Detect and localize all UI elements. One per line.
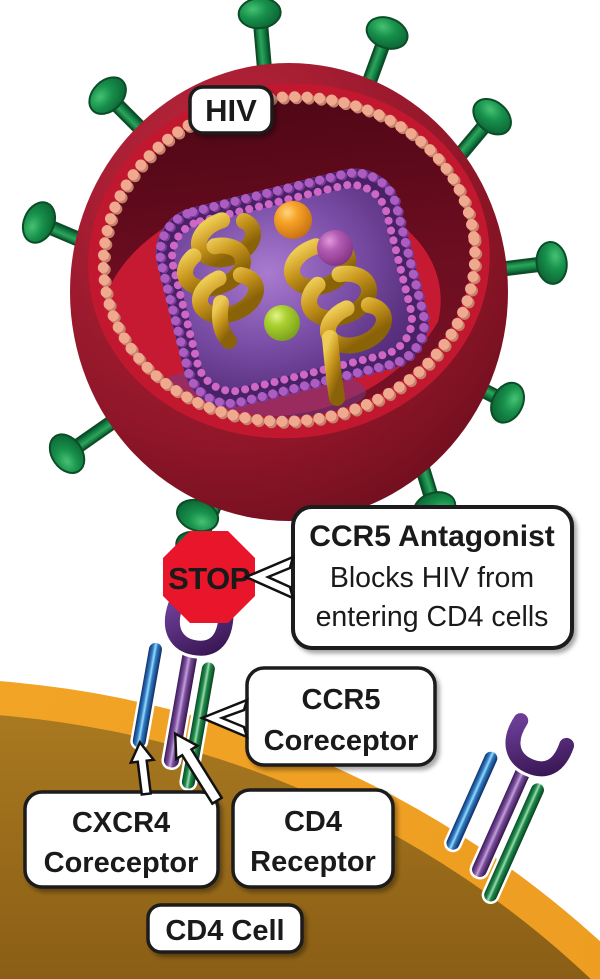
ccr5-label-line1: CCR5 <box>302 684 381 716</box>
ccr5-antagonist-callout-box <box>291 505 574 650</box>
antagonist-line1: Blocks HIV from <box>330 562 534 594</box>
ccr5-label-line2: Coreceptor <box>264 725 419 757</box>
hiv-label: HIV <box>205 93 257 128</box>
callout-arrows <box>128 554 295 806</box>
antagonist-line2: entering CD4 cells <box>316 601 549 633</box>
hiv-label-box <box>188 85 274 135</box>
cd4-receptor-label-line2: Receptor <box>250 846 376 878</box>
ccr5-coreceptor-callout-box <box>245 666 437 767</box>
cd4-cell-label: CD4 Cell <box>165 915 284 947</box>
nucleoprotein-orange <box>274 201 312 239</box>
gp120-spike-icon <box>236 0 287 74</box>
ccr5-arrow-icon <box>198 697 249 740</box>
cxcr4-coreceptor-callout-box <box>23 790 220 889</box>
stop-sign: STOP <box>163 531 255 623</box>
cd4-cell-label-box <box>146 903 304 954</box>
nucleoprotein-magenta <box>317 230 353 266</box>
cd4-arrow-icon <box>173 731 224 806</box>
cxcr4-label-line2: Coreceptor <box>44 847 199 879</box>
stop-sign-text: STOP <box>168 561 250 596</box>
capsid-bead-ring-outer <box>155 168 429 408</box>
rna-coil-left <box>176 210 265 349</box>
label-texts: HIV CCR5 Antagonist Blocks HIV from ente… <box>44 93 555 947</box>
cd4-receptor-callout-box <box>231 788 395 889</box>
nucleoprotein-green <box>264 305 300 341</box>
cxcr4-arrow-icon <box>128 739 156 796</box>
cd4-receptor-label-line1: CD4 <box>284 806 342 838</box>
hiv-virion <box>15 0 571 572</box>
capsid-bead-ring-inner <box>168 180 416 396</box>
antagonist-title: CCR5 Antagonist <box>309 520 555 553</box>
antagonist-arrow-icon <box>242 554 295 601</box>
cxcr4-label-line1: CXCR4 <box>72 807 170 839</box>
stop-octagon-icon <box>163 531 255 623</box>
label-boxes <box>23 85 574 954</box>
